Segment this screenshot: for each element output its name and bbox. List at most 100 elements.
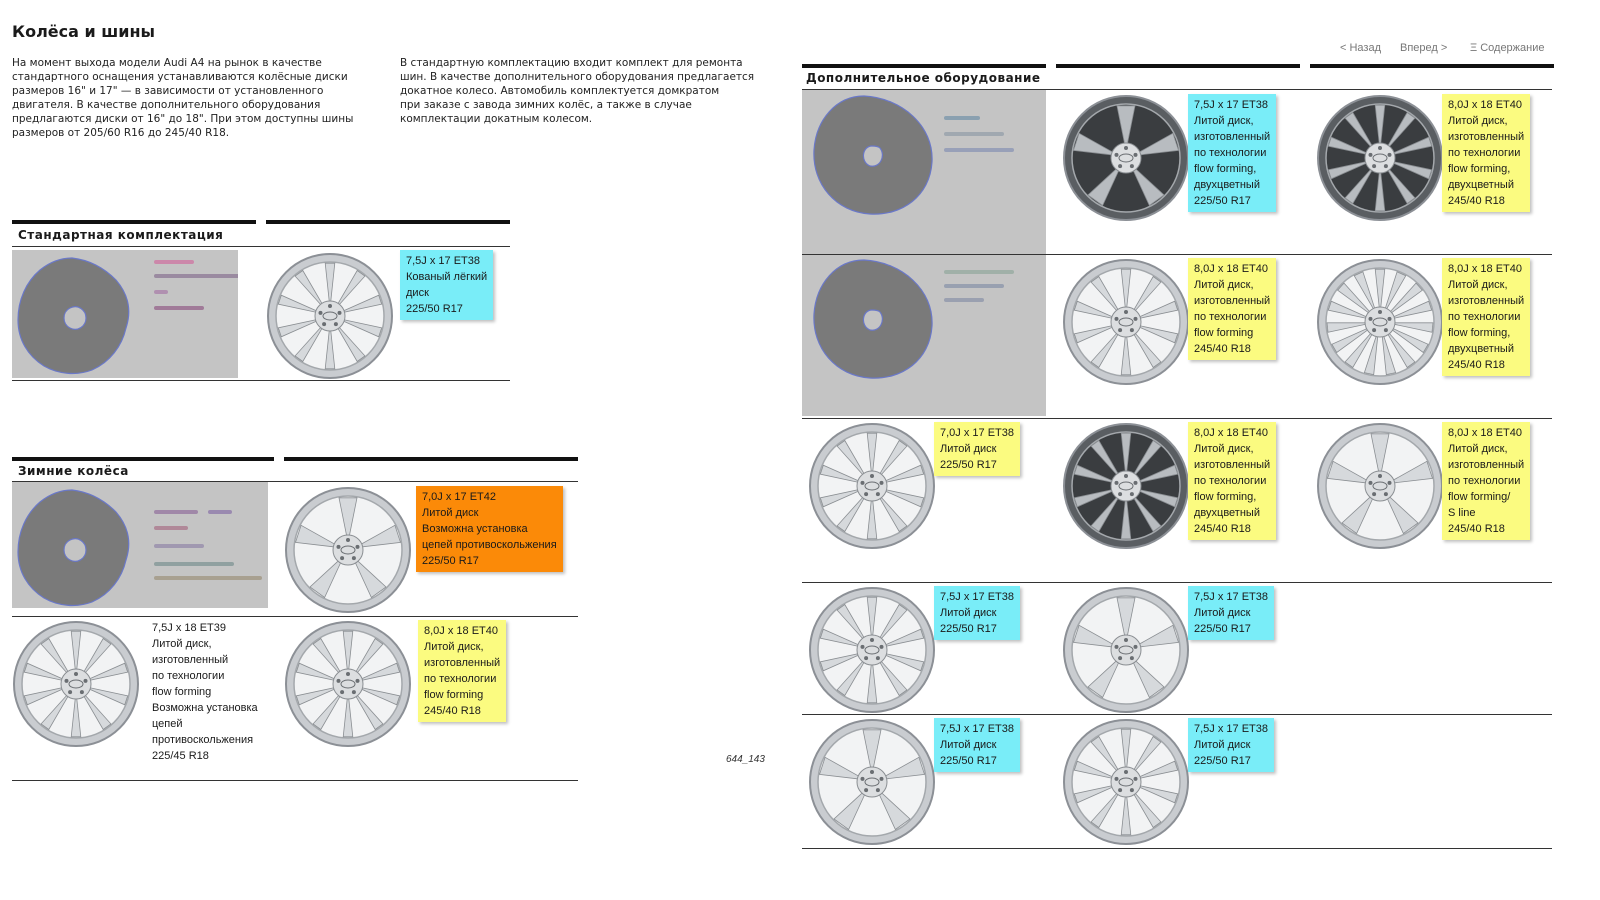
divider xyxy=(802,582,1552,583)
wheel-desc: изготовленный xyxy=(424,657,501,669)
section-bar xyxy=(1310,64,1554,68)
wheel-desc: по технологии xyxy=(424,673,497,685)
wheel-desc: по технологии xyxy=(1448,311,1521,323)
tire-size: 245/40 R18 xyxy=(424,705,481,717)
wheel-spec: 8,0J x 18 ET40 xyxy=(1448,263,1522,275)
wheel-spec: 7,0J x 17 ET38 xyxy=(940,427,1014,439)
divider xyxy=(802,714,1552,715)
section-bar xyxy=(802,64,1046,68)
divider xyxy=(802,848,1552,849)
nav-forward-link[interactable]: Вперед > xyxy=(1400,42,1448,54)
wheel-rim-icon xyxy=(284,620,412,748)
divider xyxy=(12,780,578,781)
tire-size: 225/50 R17 xyxy=(406,303,463,315)
wheel-rim-icon xyxy=(1062,422,1190,550)
section-bar xyxy=(284,457,578,461)
wheel-spec: 7,5J x 17 ET38 xyxy=(406,255,480,267)
divider xyxy=(12,616,578,617)
wheel-rim-icon xyxy=(1316,94,1444,222)
section-bar xyxy=(266,220,510,224)
tire-size: 245/40 R18 xyxy=(1448,523,1505,535)
intro-left: На момент выхода модели Audi A4 на рынок… xyxy=(12,56,353,140)
wheel-label: 7,5J x 17 ET38 Литой диск, изготовленный… xyxy=(1188,94,1277,212)
wheel-desc: Литой диск xyxy=(940,443,997,455)
tire-size: 225/45 R18 xyxy=(152,750,209,762)
intro-line: при заказе с завода зимних колёс, а такж… xyxy=(400,99,692,111)
tire-size: 225/50 R17 xyxy=(940,623,997,635)
wheel-desc: изготовленный xyxy=(1448,295,1525,307)
wheel-desc: противоскольжения xyxy=(152,734,254,746)
wheel-label: 7,5J x 18 ET39 Литой диск, изготовленный… xyxy=(152,620,258,764)
placeholder-blob xyxy=(17,257,130,375)
wheel-desc: Литой диск xyxy=(1194,739,1251,751)
wheel-rim-icon xyxy=(808,718,936,846)
wheel-desc: двухцветный xyxy=(1448,343,1514,355)
wheel-desc: flow forming, xyxy=(1194,163,1257,175)
tire-size: 245/40 R18 xyxy=(1194,523,1251,535)
intro-right: В стандартную комплектацию входит компле… xyxy=(400,56,754,126)
wheel-desc: двухцветный xyxy=(1194,179,1260,191)
wheel-spec: 8,0J x 18 ET40 xyxy=(1448,99,1522,111)
wheel-label: 8,0J x 18 ET40 Литой диск, изготовленный… xyxy=(1442,94,1531,212)
wheel-label: 8,0J x 18 ET40 Литой диск, изготовленный… xyxy=(418,620,507,722)
tire-size: 245/40 R18 xyxy=(1448,195,1505,207)
wheel-spec: 7,5J x 17 ET38 xyxy=(1194,723,1268,735)
wheel-desc: изготовленный xyxy=(1194,295,1271,307)
wheel-label: 8,0J x 18 ET40 Литой диск, изготовленный… xyxy=(1442,258,1531,376)
wheel-desc: цепей противоскольжения xyxy=(422,539,557,551)
wheel-label: 7,0J x 17 ET38 Литой диск 225/50 R17 xyxy=(934,422,1020,476)
wheel-rim-icon xyxy=(12,620,140,748)
wheel-spec: 8,0J x 18 ET40 xyxy=(1194,427,1268,439)
intro-line: двигателя. В качестве дополнительного об… xyxy=(12,99,321,111)
tire-size: 225/50 R17 xyxy=(1194,195,1251,207)
wheel-spec: 7,0J x 17 ET42 xyxy=(422,491,496,503)
tire-size: 245/40 R18 xyxy=(1194,343,1251,355)
wheel-desc: по технологии xyxy=(1194,475,1267,487)
nav-back-link[interactable]: < Назад xyxy=(1340,42,1381,54)
wheel-desc: Возможна установка xyxy=(152,702,258,714)
placeholder-blob xyxy=(17,489,130,607)
wheel-desc: flow forming xyxy=(152,686,212,698)
wheel-desc: по технологии xyxy=(1194,147,1267,159)
wheel-desc: Литой диск xyxy=(940,607,997,619)
divider xyxy=(802,89,1552,90)
wheel-rim-icon xyxy=(808,422,936,550)
wheel-spec: 7,5J x 18 ET39 xyxy=(152,622,226,634)
wheel-desc: двухцветный xyxy=(1448,179,1514,191)
wheel-rim-icon xyxy=(1062,718,1190,846)
placeholder-image xyxy=(12,250,238,378)
wheel-desc: S line xyxy=(1448,507,1476,519)
wheel-desc: Литой диск xyxy=(1194,607,1251,619)
wheel-label: 7,5J x 17 ET38 Литой диск 225/50 R17 xyxy=(1188,718,1274,772)
wheel-desc: flow forming, xyxy=(1448,163,1511,175)
wheel-desc: Литой диск xyxy=(940,739,997,751)
section-title-optional: Дополнительное оборудование xyxy=(806,71,1041,85)
wheel-spec: 8,0J x 18 ET40 xyxy=(1448,427,1522,439)
divider xyxy=(12,481,578,482)
wheel-rim-icon xyxy=(808,586,936,714)
wheel-label: 8,0J x 18 ET40 Литой диск, изготовленный… xyxy=(1188,258,1277,360)
wheel-rim-icon xyxy=(266,252,394,380)
wheel-label: 7,5J x 17 ET38 Кованый лёгкий диск 225/5… xyxy=(400,250,494,320)
nav-contents-link[interactable]: Ξ Содержание xyxy=(1470,42,1545,54)
wheel-label: 7,5J x 17 ET38 Литой диск 225/50 R17 xyxy=(934,718,1020,772)
wheel-desc: Литой диск, xyxy=(1448,115,1508,127)
placeholder-image xyxy=(802,90,1046,416)
intro-line: стандартного оснащения устанавливаются к… xyxy=(12,71,348,83)
wheel-spec: 7,5J x 17 ET38 xyxy=(1194,591,1268,603)
wheel-rim-icon xyxy=(1316,422,1444,550)
wheel-desc: цепей xyxy=(152,718,183,730)
wheel-spec: 7,5J x 17 ET38 xyxy=(940,591,1014,603)
wheel-rim-icon xyxy=(1062,586,1190,714)
intro-line: размеров от 205/60 R16 до 245/40 R18. xyxy=(12,127,230,139)
wheel-desc: по технологии xyxy=(1194,311,1267,323)
wheel-desc: flow forming xyxy=(1194,327,1254,339)
wheel-label: 7,5J x 17 ET38 Литой диск 225/50 R17 xyxy=(934,586,1020,640)
wheel-desc: изготовленный xyxy=(1448,459,1525,471)
wheel-desc: flow forming, xyxy=(1448,327,1511,339)
placeholder-image xyxy=(12,482,268,608)
wheel-desc: Литой диск, xyxy=(1194,443,1254,455)
wheel-spec: 8,0J x 18 ET40 xyxy=(1194,263,1268,275)
wheel-rim-icon xyxy=(1316,258,1444,386)
wheel-desc: Литой диск, xyxy=(1194,279,1254,291)
